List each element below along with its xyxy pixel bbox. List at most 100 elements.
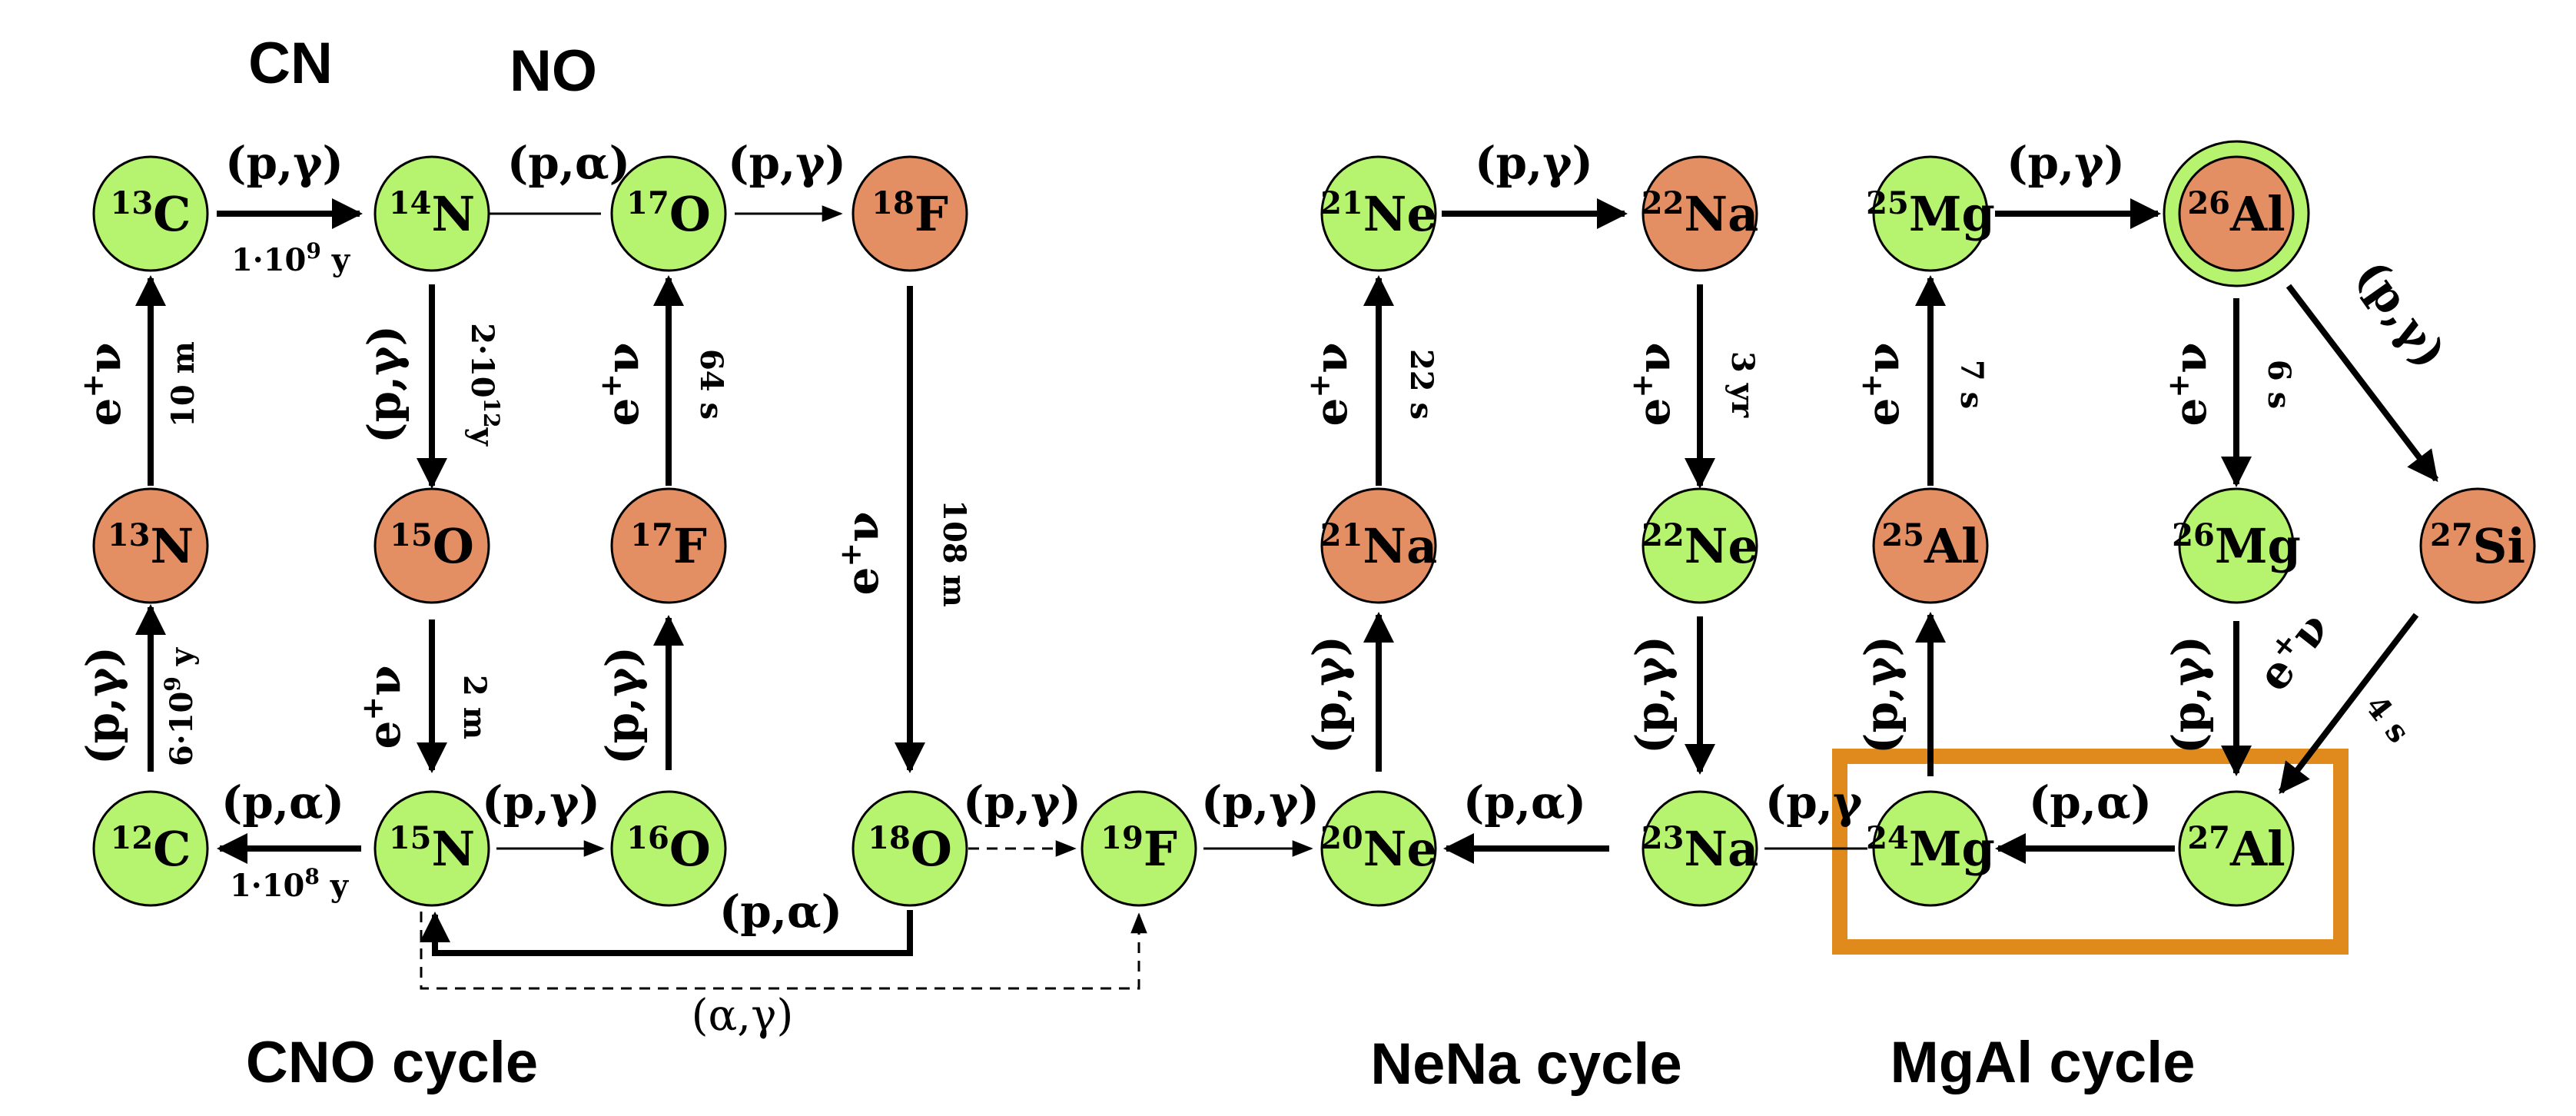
- node-si27: 27Si: [2419, 487, 2536, 604]
- node-circle: [1320, 487, 1437, 604]
- node-circle: [92, 155, 209, 272]
- node-label: 19F: [1100, 820, 1177, 877]
- node-label: 22Ne: [1642, 517, 1758, 574]
- ts-o15-decay: 2 m: [456, 675, 493, 739]
- node-al27: 27Al: [2178, 790, 2295, 907]
- node-label: 14N: [389, 185, 475, 242]
- node-circle: [610, 487, 727, 604]
- node-n13: 13N: [92, 487, 209, 604]
- node-c13: 13C: [92, 155, 209, 272]
- decay-na21: e+ν: [1302, 343, 1357, 427]
- title-mgal-cycle: MgAl cycle: [1890, 1030, 2195, 1095]
- node-label: 26Mg: [2172, 517, 2301, 574]
- rx-n14-o15: (p,γ): [358, 325, 410, 443]
- rx-na23-ne20: (p,α): [1463, 776, 1586, 829]
- node-label: 21Na: [1320, 517, 1438, 574]
- node-mg26: 26Mg: [2172, 487, 2301, 604]
- node-label: 13C: [110, 185, 191, 242]
- rx-mg24-al25: (p,γ): [1855, 636, 1907, 754]
- node-label: 27Al: [2187, 820, 2285, 877]
- node-label: 22Na: [1642, 185, 1759, 242]
- node-label: 12C: [110, 820, 191, 877]
- node-circle: [1872, 155, 1989, 272]
- node-circle: [1642, 155, 1758, 272]
- node-label: 26Al: [2187, 185, 2285, 242]
- node-o15: 15O: [373, 487, 490, 604]
- rx-c13-n14: (p,γ): [225, 137, 344, 189]
- node-circle: [373, 487, 490, 604]
- node-label: 27Si: [2430, 517, 2525, 574]
- decay-si27: e+ν: [2245, 600, 2340, 700]
- ts-c13-n14: 1·109 y: [231, 238, 351, 278]
- node-label: 23Na: [1642, 820, 1759, 877]
- decay-n13: e+ν: [75, 343, 131, 427]
- arrow-al26-si27: [2286, 284, 2439, 483]
- ts-f18-decay: 108 m: [936, 500, 972, 607]
- node-circle: [373, 790, 490, 907]
- decay-na22: e+ν: [1625, 343, 1680, 427]
- node-label: 18F: [871, 185, 948, 242]
- rx-ne22-na23: (p,γ): [1626, 636, 1678, 754]
- node-circle: [1320, 790, 1437, 907]
- node-label: 24Mg: [1866, 820, 1995, 877]
- title-nena-cycle: NeNa cycle: [1370, 1031, 1682, 1097]
- node-label: 13N: [108, 517, 194, 574]
- rx-o16-f17: (p,γ): [596, 646, 649, 765]
- rx-o18-n15: (p,α): [719, 885, 842, 938]
- ts-c12-n13: 6·109 y: [160, 646, 200, 766]
- ts-al26-decay: 6 s: [2261, 360, 2297, 409]
- node-circle: [2178, 790, 2295, 907]
- node-label: 16O: [626, 820, 711, 877]
- node-na22: 22Na: [1642, 155, 1759, 272]
- rx-n15-c12: (p,α): [221, 776, 344, 829]
- rx-f19-ne20: (p,γ): [1201, 776, 1320, 829]
- node-label: 25Al: [1881, 517, 1979, 574]
- node-circle: [1081, 790, 1197, 907]
- node-circle: [1642, 487, 1758, 604]
- rx-n15-o16: (p,γ): [482, 776, 600, 829]
- node-circle: [851, 790, 968, 907]
- node-circle: [2178, 487, 2295, 604]
- node-circle: [610, 155, 727, 272]
- rx-al27-mg24: (p,α): [2029, 776, 2152, 829]
- rx-o17-f18: (p,γ): [728, 137, 846, 189]
- node-label: 18O: [868, 820, 952, 877]
- ts-n13-decay: 10 m: [165, 341, 201, 427]
- node-circle: [92, 487, 209, 604]
- node-na23: 23Na: [1642, 790, 1759, 907]
- node-f17: 17F: [610, 487, 727, 604]
- node-o16: 16O: [610, 790, 727, 907]
- node-circle: [2178, 155, 2295, 272]
- node-circle: [1872, 790, 1989, 907]
- node-mg24: 24Mg: [1866, 790, 1995, 907]
- rx-o18-f19: (p,γ): [963, 776, 1081, 829]
- node-label: 15O: [390, 517, 474, 574]
- node-label: 25Mg: [1866, 185, 1995, 242]
- node-c12: 12C: [92, 790, 209, 907]
- ts-na22-decay: 3 yr: [1725, 351, 1761, 418]
- arrow-o18-n15: [420, 910, 913, 956]
- node-o18: 18O: [851, 790, 968, 907]
- ts-al25-decay: 7 s: [1954, 360, 1990, 409]
- arrow-si27-al27: [2278, 613, 2419, 795]
- rx-mg25-al26: (p,γ): [2007, 137, 2125, 189]
- rx-n15-f19: (α,γ): [692, 991, 794, 1041]
- ts-n15-c12: 1·108 y: [230, 864, 350, 904]
- node-n15: 15N: [373, 790, 490, 907]
- decay-f17: e+ν: [593, 343, 649, 427]
- node-label: 17O: [626, 185, 711, 242]
- ts-f17-decay: 64 s: [693, 349, 729, 420]
- rx-o17-n14: (p,α): [507, 137, 630, 189]
- title-cno-cycle: CNO cycle: [246, 1030, 538, 1095]
- arrow-n15-f19: [420, 912, 1147, 990]
- node-label: 15N: [389, 820, 475, 877]
- header-cn: CN: [248, 31, 333, 96]
- rx-al26-si27: (p,γ): [2345, 251, 2456, 377]
- ts-n14-o15: 2·1012y: [464, 323, 504, 447]
- ts-na21-decay: 22 s: [1403, 349, 1439, 420]
- decay-f18: e+ν: [833, 512, 888, 596]
- decay-al26: e+ν: [2161, 343, 2216, 427]
- node-al26: 26Al: [2163, 140, 2310, 287]
- node-circle: [851, 155, 968, 272]
